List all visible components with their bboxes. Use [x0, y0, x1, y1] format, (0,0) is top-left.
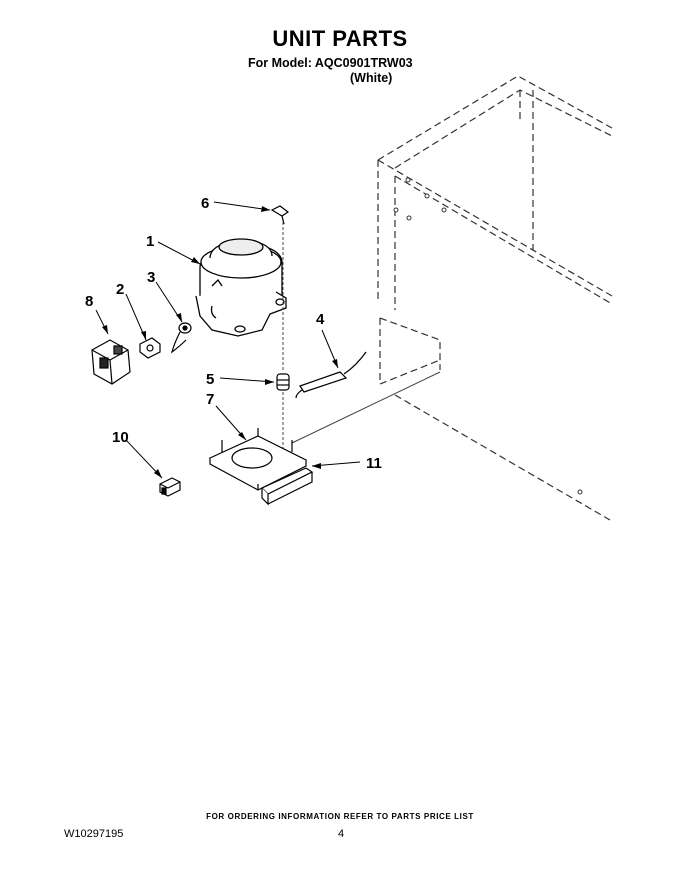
- model-color: (White): [350, 71, 393, 85]
- callout-8: 8: [85, 293, 93, 310]
- callout-2: 2: [116, 281, 124, 298]
- callout-10: 10: [112, 429, 129, 446]
- model-number: For Model: AQC0901TRW03: [248, 56, 413, 70]
- capacitor-part-10: [159, 477, 181, 497]
- callout-3: 3: [147, 269, 155, 286]
- callout-6: 6: [201, 195, 209, 212]
- grommet-part-5: [276, 373, 290, 391]
- clip-part-6: [270, 205, 290, 225]
- base-line: [291, 371, 441, 444]
- overload-part-3: [171, 322, 192, 354]
- relay-part-2: [139, 337, 161, 359]
- callout-7: 7: [206, 391, 214, 408]
- callout-4: 4: [316, 311, 325, 328]
- leader-arrowheads: [102, 206, 338, 478]
- document-number: W10297195: [64, 828, 124, 840]
- callout-1: 1: [146, 233, 154, 250]
- rail-part-11: [260, 467, 314, 506]
- page-number: 4: [338, 828, 345, 840]
- cover-part-8: [91, 339, 131, 385]
- heater-part-4: [295, 351, 367, 399]
- page-title: UNIT PARTS: [272, 26, 408, 51]
- base-plate-part-7: [208, 428, 308, 491]
- cabinet-outline: [377, 75, 613, 521]
- ordering-note: FOR ORDERING INFORMATION REFER TO PARTS …: [206, 812, 474, 821]
- compressor-part-1: [195, 238, 287, 337]
- callout-11: 11: [366, 455, 382, 472]
- callout-5: 5: [206, 371, 214, 388]
- cabinet-holes: [393, 177, 583, 495]
